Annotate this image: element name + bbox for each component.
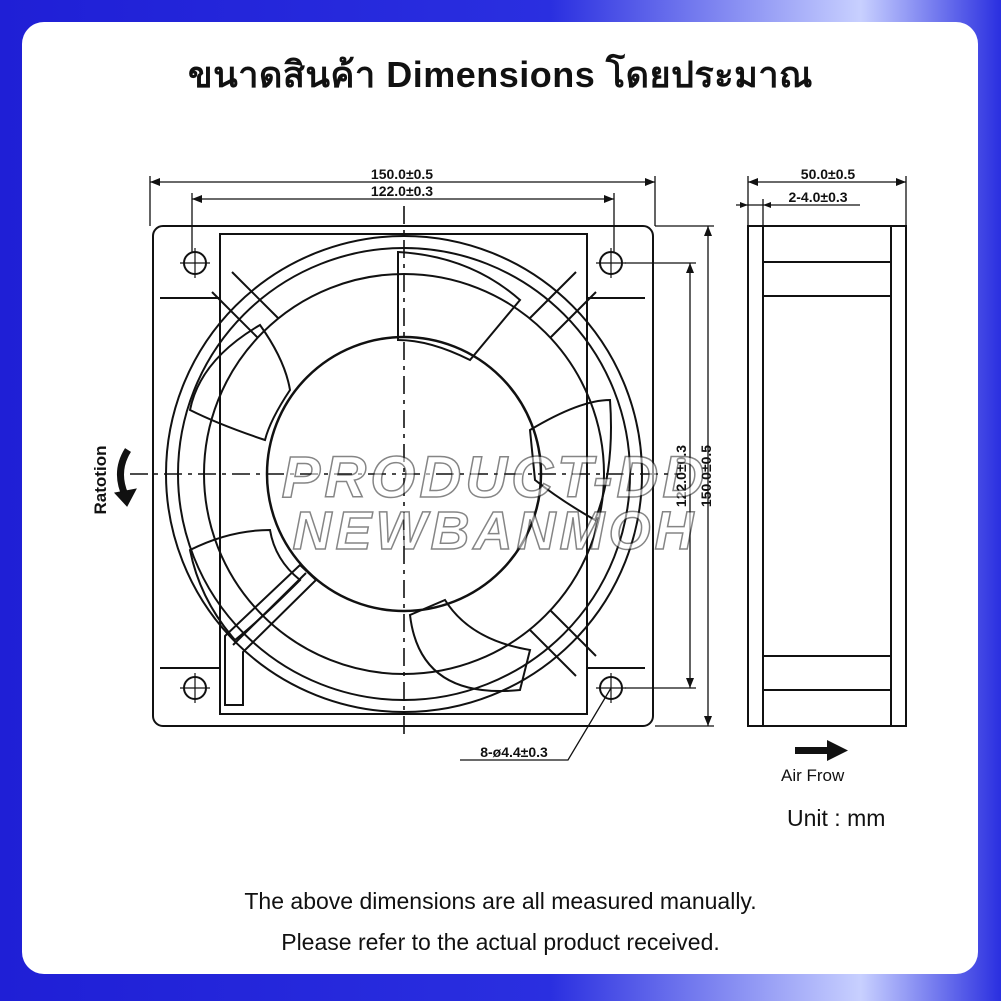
dim-width-holes: 122.0±0.3	[371, 183, 433, 199]
fan-blade	[397, 250, 522, 362]
dimension-lines	[149, 176, 714, 761]
fan-blade	[408, 598, 532, 692]
dim-hole-diameter: 8-ø4.4±0.3	[480, 744, 548, 760]
dim-width-outer: 150.0±0.5	[371, 166, 433, 182]
dim-flange: 2-4.0±0.3	[788, 189, 847, 205]
rotation-label: Ratotion	[91, 446, 110, 515]
airflow-label: Air Frow	[781, 766, 845, 785]
watermark-line-2: NEWBANMOH	[293, 501, 698, 561]
rotation-arrow-icon	[117, 448, 132, 499]
fan-frame-outline	[152, 225, 654, 727]
note-line-1: The above dimensions are all measured ma…	[244, 888, 757, 914]
watermark: PRODUCT-DD NEWBANMOH	[281, 444, 709, 562]
page-title: ขนาดสินค้า Dimensions โดยประมาณ	[188, 54, 813, 95]
dim-height-holes: 122.0±0.3	[673, 445, 689, 507]
fan-blade	[528, 398, 612, 522]
fan-side-outline	[747, 225, 907, 727]
dim-depth: 50.0±0.5	[801, 166, 856, 182]
content-card	[22, 22, 978, 974]
airflow-arrow-icon	[795, 740, 848, 761]
dim-height-outer: 150.0±0.5	[698, 445, 714, 507]
note-line-2: Please refer to the actual product recei…	[281, 929, 720, 955]
watermark-line-1: PRODUCT-DD	[282, 445, 709, 510]
unit-label: Unit : mm	[787, 805, 886, 831]
fan-blade	[188, 323, 292, 442]
